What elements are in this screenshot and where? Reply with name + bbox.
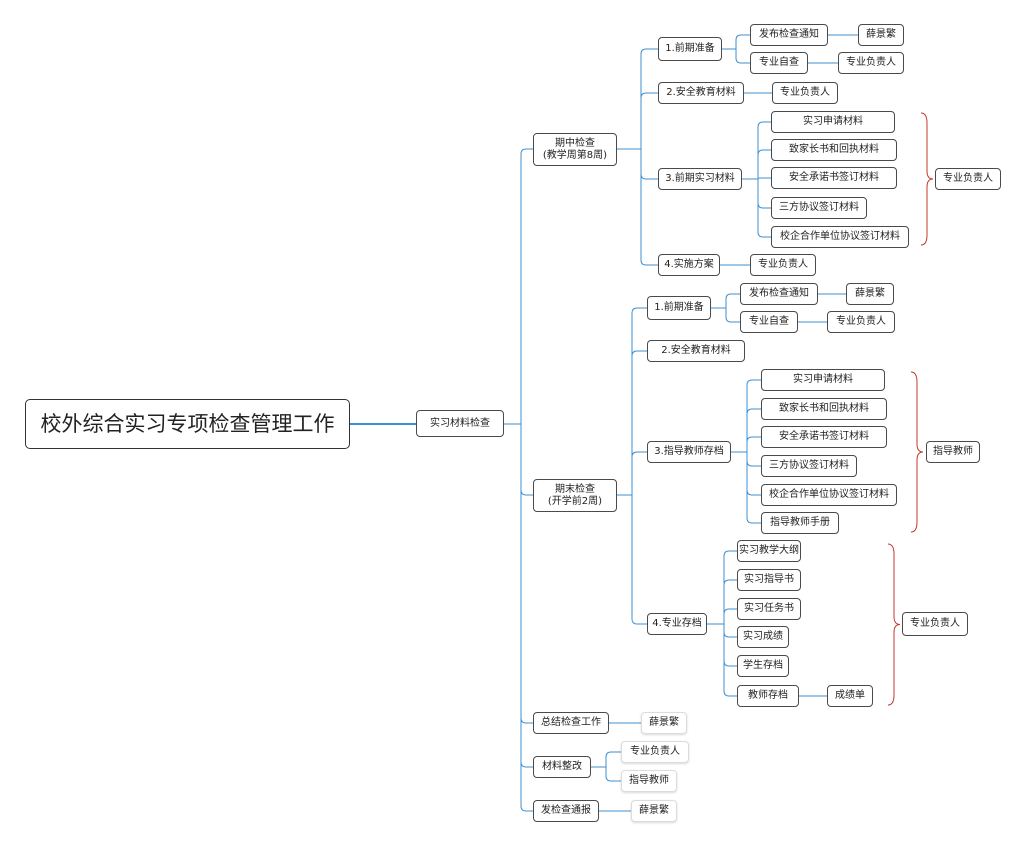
final-branch-line [631,307,647,495]
midterm-item[interactable]: 三方协议签订材料 [771,197,867,219]
midterm-title: 期中检查 [555,137,595,149]
final-teacher-items-brace [910,371,924,533]
midterm-self-check-node[interactable]: 专业自查 [750,52,808,74]
midterm-plan-person[interactable]: 专业负责人 [750,254,816,276]
main-branch-line [520,424,533,768]
main-topic[interactable]: 实习材料检查 [416,410,504,437]
rectify-person-line [605,751,621,767]
final-teacher-items-line [746,452,761,467]
final-grade-sheet[interactable]: 成绩单 [827,685,873,707]
final-major-items-brace [887,543,901,706]
main-branch-line [520,424,533,496]
final-major-items-line [723,624,737,638]
final-notice-node[interactable]: 发布检查通知 [740,283,818,305]
final-major-item[interactable]: 实习任务书 [737,598,801,620]
final-teacher-item[interactable]: 致家长书和回执材料 [761,398,887,420]
midterm-early-materials-node[interactable]: 3.前期实习材料 [658,168,742,190]
final-teacher-item[interactable]: 实习申请材料 [761,369,885,391]
midterm-prep-node[interactable]: 1.前期准备 [658,37,722,61]
midterm-items-line [757,179,771,238]
final-self-check-node[interactable]: 专业自查 [740,311,798,333]
rectify-node[interactable]: 材料整改 [533,756,591,778]
midterm-branch-line [640,149,658,266]
final-self-check-person[interactable]: 专业负责人 [827,311,895,333]
final-branch-line [631,495,647,625]
final-subtitle: (开学前2周) [547,495,603,507]
midterm-subtitle: (教学周第8周) [542,149,608,161]
final-major-items-line [723,608,737,624]
final-major-items-line [723,624,737,697]
final-teacher-items-line [746,379,761,452]
main-branch-line [520,424,533,812]
midterm-items-line [757,179,771,209]
final-teacher-archive-node[interactable]: 3.指导教师存档 [647,441,731,463]
final-major-item[interactable]: 学生存档 [737,655,789,677]
root-topic[interactable]: 校外综合实习专项检查管理工作 [25,399,350,449]
midterm-check-node[interactable]: 期中检查 (教学周第8周) [533,133,617,166]
final-major-item[interactable]: 实习教学大纲 [737,540,801,562]
rectify-person[interactable]: 专业负责人 [621,741,689,763]
midterm-notice-person[interactable]: 薛景繁 [858,24,904,46]
final-major-items-line [723,579,737,624]
midterm-branch-line [640,149,658,180]
final-teacher-items-line [746,452,761,524]
midterm-prep-line [735,49,750,64]
midterm-branch-line [640,92,658,149]
report-node[interactable]: 发检查通报 [533,800,599,822]
midterm-safety-person[interactable]: 专业负责人 [772,82,838,104]
summary-person[interactable]: 薛景繁 [641,712,687,734]
final-branch-line [631,451,647,495]
midterm-prep-line [735,34,750,49]
midterm-items-line [757,177,771,180]
midterm-self-check-person[interactable]: 专业负责人 [838,52,904,74]
final-major-items-line [723,624,737,667]
final-branch-line [631,350,647,495]
final-teacher-items-line [746,408,761,452]
final-major-person[interactable]: 专业负责人 [902,612,968,636]
midterm-item[interactable]: 校企合作单位协议签订材料 [771,226,909,248]
midterm-safety-node[interactable]: 2.安全教育材料 [658,82,744,104]
final-major-item[interactable]: 教师存档 [737,685,799,707]
main-branch-line [520,148,533,424]
midterm-items-person[interactable]: 专业负责人 [935,168,1001,190]
midterm-items-line [757,149,771,179]
rectify-person-line [605,767,621,782]
final-prep-node[interactable]: 1.前期准备 [647,296,711,320]
midterm-items-brace [920,112,934,246]
midterm-notice-node[interactable]: 发布检查通知 [750,24,828,46]
midterm-item[interactable]: 安全承诺书签订材料 [771,167,897,189]
final-teacher-item[interactable]: 三方协议签订材料 [761,455,857,477]
midterm-branch-line [640,48,658,149]
final-check-node[interactable]: 期末检查 (开学前2周) [533,479,617,512]
final-major-item[interactable]: 实习指导书 [737,569,801,591]
final-teacher-items-line [746,436,761,452]
final-teacher-item[interactable]: 安全承诺书签订材料 [761,426,887,448]
final-title: 期末检查 [555,483,595,495]
midterm-item[interactable]: 实习申请材料 [771,111,895,133]
final-major-item[interactable]: 实习成绩 [737,626,789,648]
rectify-person[interactable]: 指导教师 [621,770,677,792]
final-safety-node[interactable]: 2.安全教育材料 [647,340,745,362]
main-branch-line [520,424,533,724]
midterm-items-line [757,121,771,179]
report-person[interactable]: 薛景繁 [631,800,677,822]
final-major-archive-node[interactable]: 4.专业存档 [647,613,707,635]
final-teacher-item[interactable]: 校企合作单位协议签订材料 [761,484,897,506]
final-prep-line [725,293,740,308]
final-teacher-items-line [746,452,761,496]
final-teacher-person[interactable]: 指导教师 [926,441,980,463]
final-teacher-item[interactable]: 指导教师手册 [761,512,839,534]
midterm-item[interactable]: 致家长书和回执材料 [771,139,897,161]
summary-node[interactable]: 总结检查工作 [533,712,609,734]
midterm-plan-node[interactable]: 4.实施方案 [658,254,720,276]
final-prep-line [725,308,740,323]
final-major-items-line [723,550,737,624]
final-notice-person[interactable]: 薛景繁 [846,283,894,305]
